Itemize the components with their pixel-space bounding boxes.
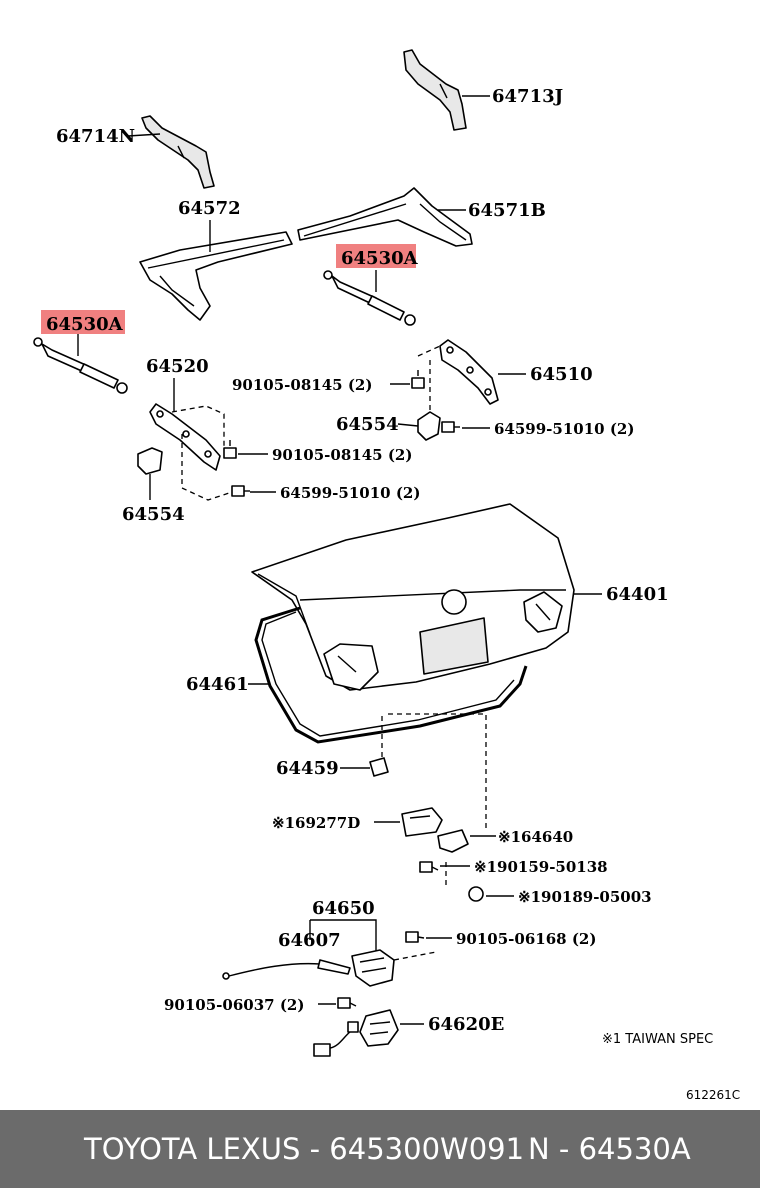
label-64572: 64572 — [178, 198, 241, 219]
label-90105-06037: 90105-06037 (2) — [164, 996, 304, 1014]
bolt-90105-08145-b[interactable] — [223, 440, 237, 459]
part-169277D[interactable] — [401, 807, 443, 837]
label-64461: 64461 — [186, 674, 249, 695]
label-64599-51010-b: 64599-51010 (2) — [280, 484, 420, 502]
nut-64599-51010-a[interactable] — [441, 421, 460, 433]
part-64714N[interactable] — [141, 115, 215, 189]
label-90105-08145-a: 90105-08145 (2) — [232, 376, 372, 394]
label-64401: 64401 — [606, 584, 669, 605]
part-64572[interactable] — [139, 231, 293, 321]
bolt-90105-06168[interactable] — [405, 931, 425, 943]
part-64461[interactable] — [254, 606, 528, 744]
bolt-90105-06037[interactable] — [337, 997, 357, 1009]
label-64599-51010-a: 64599-51010 (2) — [494, 420, 634, 438]
label-64713J: 64713J — [492, 86, 563, 107]
footer-part-number: TOYOTA LEXUS - 645300W091 — [84, 1132, 525, 1166]
part-64571B[interactable] — [297, 187, 473, 247]
part-64713J[interactable] — [403, 49, 467, 131]
screw-190159-50138[interactable] — [419, 861, 439, 873]
part-64520[interactable] — [149, 403, 221, 471]
part-64510[interactable] — [439, 339, 499, 405]
nut-64599-51010-b[interactable] — [231, 485, 250, 497]
label-64530A-left[interactable]: 64530A — [46, 314, 124, 335]
note-taiwan-spec: ※1 TAIWAN SPEC — [602, 1032, 713, 1047]
part-64459[interactable] — [369, 757, 389, 777]
label-64510: 64510 — [530, 364, 593, 385]
label-64571B: 64571B — [468, 200, 546, 221]
highlight-64530A-left — [41, 310, 125, 334]
part-64554-left[interactable] — [137, 447, 163, 475]
label-169277D: ※169277D — [272, 814, 360, 832]
label-90105-06168: 90105-06168 (2) — [456, 930, 596, 948]
label-64714N: 64714N — [56, 126, 135, 147]
label-64459: 64459 — [276, 758, 339, 779]
part-64607[interactable] — [222, 959, 351, 980]
part-64401[interactable] — [251, 503, 575, 691]
part-64650[interactable] — [351, 949, 395, 987]
label-64607: 64607 — [278, 930, 341, 951]
part-64620E[interactable] — [313, 1009, 399, 1057]
label-90105-08145-b: 90105-08145 (2) — [272, 446, 412, 464]
label-64554-a: 64554 — [336, 414, 399, 435]
label-64650: 64650 — [312, 898, 375, 919]
label-64530A-right[interactable]: 64530A — [341, 248, 419, 269]
part-64530A-left[interactable] — [33, 337, 128, 394]
label-64620E: 64620E — [428, 1014, 504, 1035]
part-64554-right[interactable] — [417, 411, 441, 441]
part-164640[interactable] — [437, 829, 469, 853]
label-190159-50138: ※190159-50138 — [474, 858, 608, 876]
parts-diagram: 64713J 64714N 64572 64571B 64530A 64530A — [33, 49, 740, 1102]
footer-catalog-code: N - 64530A — [528, 1132, 691, 1166]
bolt-90105-08145-a[interactable] — [411, 370, 425, 389]
part-64530A-right[interactable] — [323, 270, 416, 326]
label-64520: 64520 — [146, 356, 209, 377]
footer-bar: TOYOTA LEXUS - 645300W091 N - 64530A — [0, 1110, 760, 1188]
highlight-64530A-right — [336, 244, 416, 268]
label-64554-b: 64554 — [122, 504, 185, 525]
label-190189-05003: ※190189-05003 — [518, 888, 652, 906]
diagram-code: 612261C — [686, 1088, 740, 1102]
nut-190189-05003[interactable] — [468, 886, 484, 902]
label-164640: ※164640 — [498, 828, 573, 846]
